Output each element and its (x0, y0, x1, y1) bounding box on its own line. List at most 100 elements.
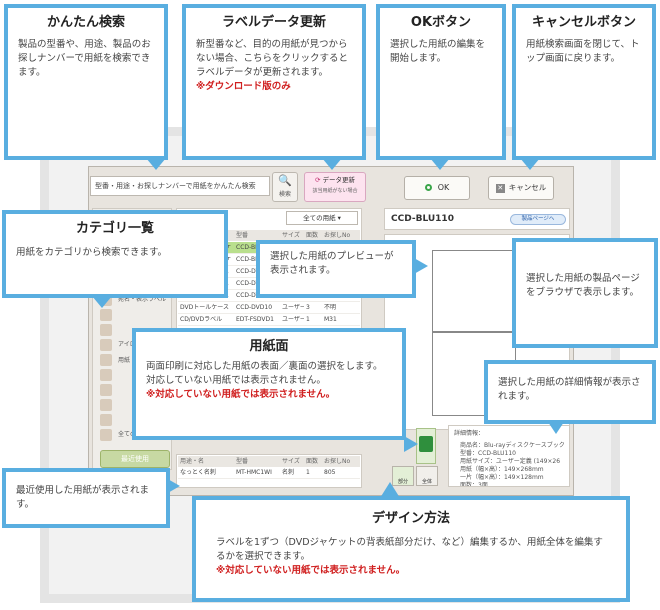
cancel-button[interactable]: ✕キャンセル (488, 176, 554, 200)
callout-pointer (414, 258, 428, 274)
cancel-label: キャンセル (508, 183, 547, 192)
category-label: 宛名・表示ラベル (118, 296, 167, 303)
callout-pointer (548, 422, 564, 434)
callout-pointer (404, 436, 418, 452)
callout-body: 製品の型番や、用途、製品のお探しナンバーで用紙を検索できます。 (18, 39, 151, 78)
column-header[interactable]: 面数 (306, 458, 319, 465)
category-thumbnail-icon (100, 384, 112, 396)
callout-recent: 最近使用した用紙が表示されます。 (2, 468, 170, 528)
callout-cancel-button: キャンセルボタン 用紙検索画面を閉じて、トップ画面に戻ります。 (512, 4, 656, 160)
cell-size: ユーザー (282, 304, 304, 311)
ok-button[interactable]: OK (404, 176, 470, 200)
refresh-icon: ⟳ (314, 176, 321, 184)
recent-list-header: 用途・名 型番 サイズ面数お探しNo (178, 456, 360, 467)
category-item[interactable] (96, 397, 168, 413)
category-item[interactable] (96, 412, 168, 428)
column-header[interactable]: 型番 (236, 458, 249, 465)
callout-body: 最近使用した用紙が表示されます。 (16, 485, 150, 510)
callout-detail-info: 選択した用紙の詳細情報が表示されます。 (484, 360, 656, 424)
search-button[interactable]: 🔍 検索 (272, 172, 298, 202)
category-item[interactable] (96, 382, 168, 398)
cell-count: 1 (306, 316, 310, 323)
search-input[interactable]: 型番・用途・お探しナンバーで用紙をかんたん検索 (90, 176, 270, 196)
callout-design-method: デザイン方法 ラベルを1ずつ（DVDジャケットの背表紙部分だけ、など）編集するか… (192, 496, 630, 602)
callout-body: ラベルを1ずつ（DVDジャケットの背表紙部分だけ、など）編集するか、用紙全体を編… (216, 537, 603, 562)
callout-category-list: カテゴリ一覧 用紙をカテゴリから検索できます。 (2, 210, 228, 298)
detail-line: 一片（幅×高）：149×128mm (460, 474, 544, 481)
ok-label: OK (437, 183, 450, 192)
callout-body: 両面印刷に対応した用紙の表面／裏面の選択をします。対応していない用紙では表示され… (146, 361, 383, 386)
data-update-button[interactable]: ⟳ データ更新 該当用紙がない場合 (304, 172, 366, 202)
cell-no: 不明 (324, 304, 337, 311)
callout-pointer (322, 158, 342, 170)
filter-select[interactable]: 全ての用紙 ▾ (286, 211, 358, 225)
circle-icon (424, 184, 432, 191)
category-item[interactable] (96, 322, 168, 338)
callout-product-page: 選択した用紙の製品ページをブラウザで表示します。 (512, 238, 658, 348)
callout-body: 用紙をカテゴリから検索できます。 (16, 247, 168, 258)
detail-line: 用紙（幅×高）：149×268mm (460, 466, 544, 473)
cell-model: CCD-DVD06 (236, 268, 273, 275)
data-update-sub: 該当用紙がない場合 (312, 188, 358, 194)
column-header[interactable]: 型番 (236, 232, 249, 239)
category-thumbnail-icon (100, 309, 112, 321)
callout-pointer (92, 296, 112, 308)
callout-note: ※ダウンロード版のみ (196, 81, 291, 92)
cell-no: 805 (324, 469, 336, 476)
category-item[interactable] (96, 367, 168, 383)
callout-body: 新型番など、目的の用紙が見つからない場合、こちらをクリックするとラベルデータが更… (196, 39, 349, 78)
cell-count: 1 (306, 469, 310, 476)
category-thumbnail-icon (100, 414, 112, 426)
column-header[interactable]: サイズ (282, 232, 300, 239)
callout-pointer (166, 478, 180, 494)
callout-title: OKボタン (410, 15, 472, 30)
cell-model: CCD-DVD1 (236, 292, 269, 299)
callout-title: カテゴリ一覧 (75, 221, 154, 236)
column-header[interactable]: サイズ (282, 458, 300, 465)
category-thumbnail-icon (100, 339, 112, 351)
design-tab-partial[interactable]: 部分 (392, 466, 414, 486)
preview-sheet-top (432, 250, 516, 332)
column-header[interactable]: お探しNo (324, 458, 351, 465)
data-update-label: ⟳ データ更新 (305, 173, 365, 187)
callout-title: キャンセルボタン (531, 15, 636, 30)
recent-used-button[interactable]: 最近使用 (100, 450, 170, 468)
detail-info-panel: 詳細情報： 商品名：Blu-rayディスクケースブック型番：CCD-BLU110… (448, 425, 570, 487)
cell-model: CCD-DVD0 (236, 280, 269, 287)
column-header[interactable]: 面数 (306, 232, 319, 239)
front-face-icon[interactable] (419, 436, 433, 452)
detail-line: 面数：3面 (460, 482, 488, 487)
category-thumbnail-icon (100, 429, 112, 441)
callout-note: ※対応していない用紙では表示されません。 (216, 565, 406, 576)
callout-body: 選択した用紙の詳細情報が表示されます。 (498, 377, 641, 402)
callout-body: 選択した用紙の製品ページをブラウザで表示します。 (526, 273, 640, 298)
cell-no: M31 (324, 316, 337, 323)
category-thumbnail-icon (100, 399, 112, 411)
detail-heading: 詳細情報： (454, 430, 485, 437)
category-thumbnail-icon (100, 354, 112, 366)
cell-use: CD/DVDラベル (180, 316, 223, 323)
product-page-link[interactable]: 製品ページへ (510, 214, 566, 225)
cell-size: ユーザー (282, 316, 304, 323)
category-item[interactable] (96, 352, 168, 368)
category-thumbnail-icon (100, 369, 112, 381)
column-header[interactable]: お探しNo (324, 232, 351, 239)
detail-line: 型番：CCD-BLU110 (460, 450, 516, 457)
callout-title: 用紙面 (249, 339, 289, 354)
category-item[interactable] (96, 307, 168, 323)
design-tab-whole[interactable]: 全体 (416, 466, 438, 486)
callout-pointer (520, 158, 540, 170)
callout-label-update: ラベルデータ更新 新型番など、目的の用紙が見つからない場合、こちらをクリックする… (182, 4, 366, 160)
cell-model: EDT-FSDVD1 (236, 316, 274, 323)
category-thumbnail-icon (100, 324, 112, 336)
callout-title: ラベルデータ更新 (221, 15, 326, 30)
cell-use: DVDトールケース (180, 304, 229, 311)
close-icon: ✕ (495, 184, 505, 193)
cell-model: CCD-DVD10 (236, 304, 273, 311)
column-header[interactable]: 用途・名 (180, 458, 205, 465)
callout-note: ※対応していない用紙では表示されません。 (146, 389, 336, 400)
